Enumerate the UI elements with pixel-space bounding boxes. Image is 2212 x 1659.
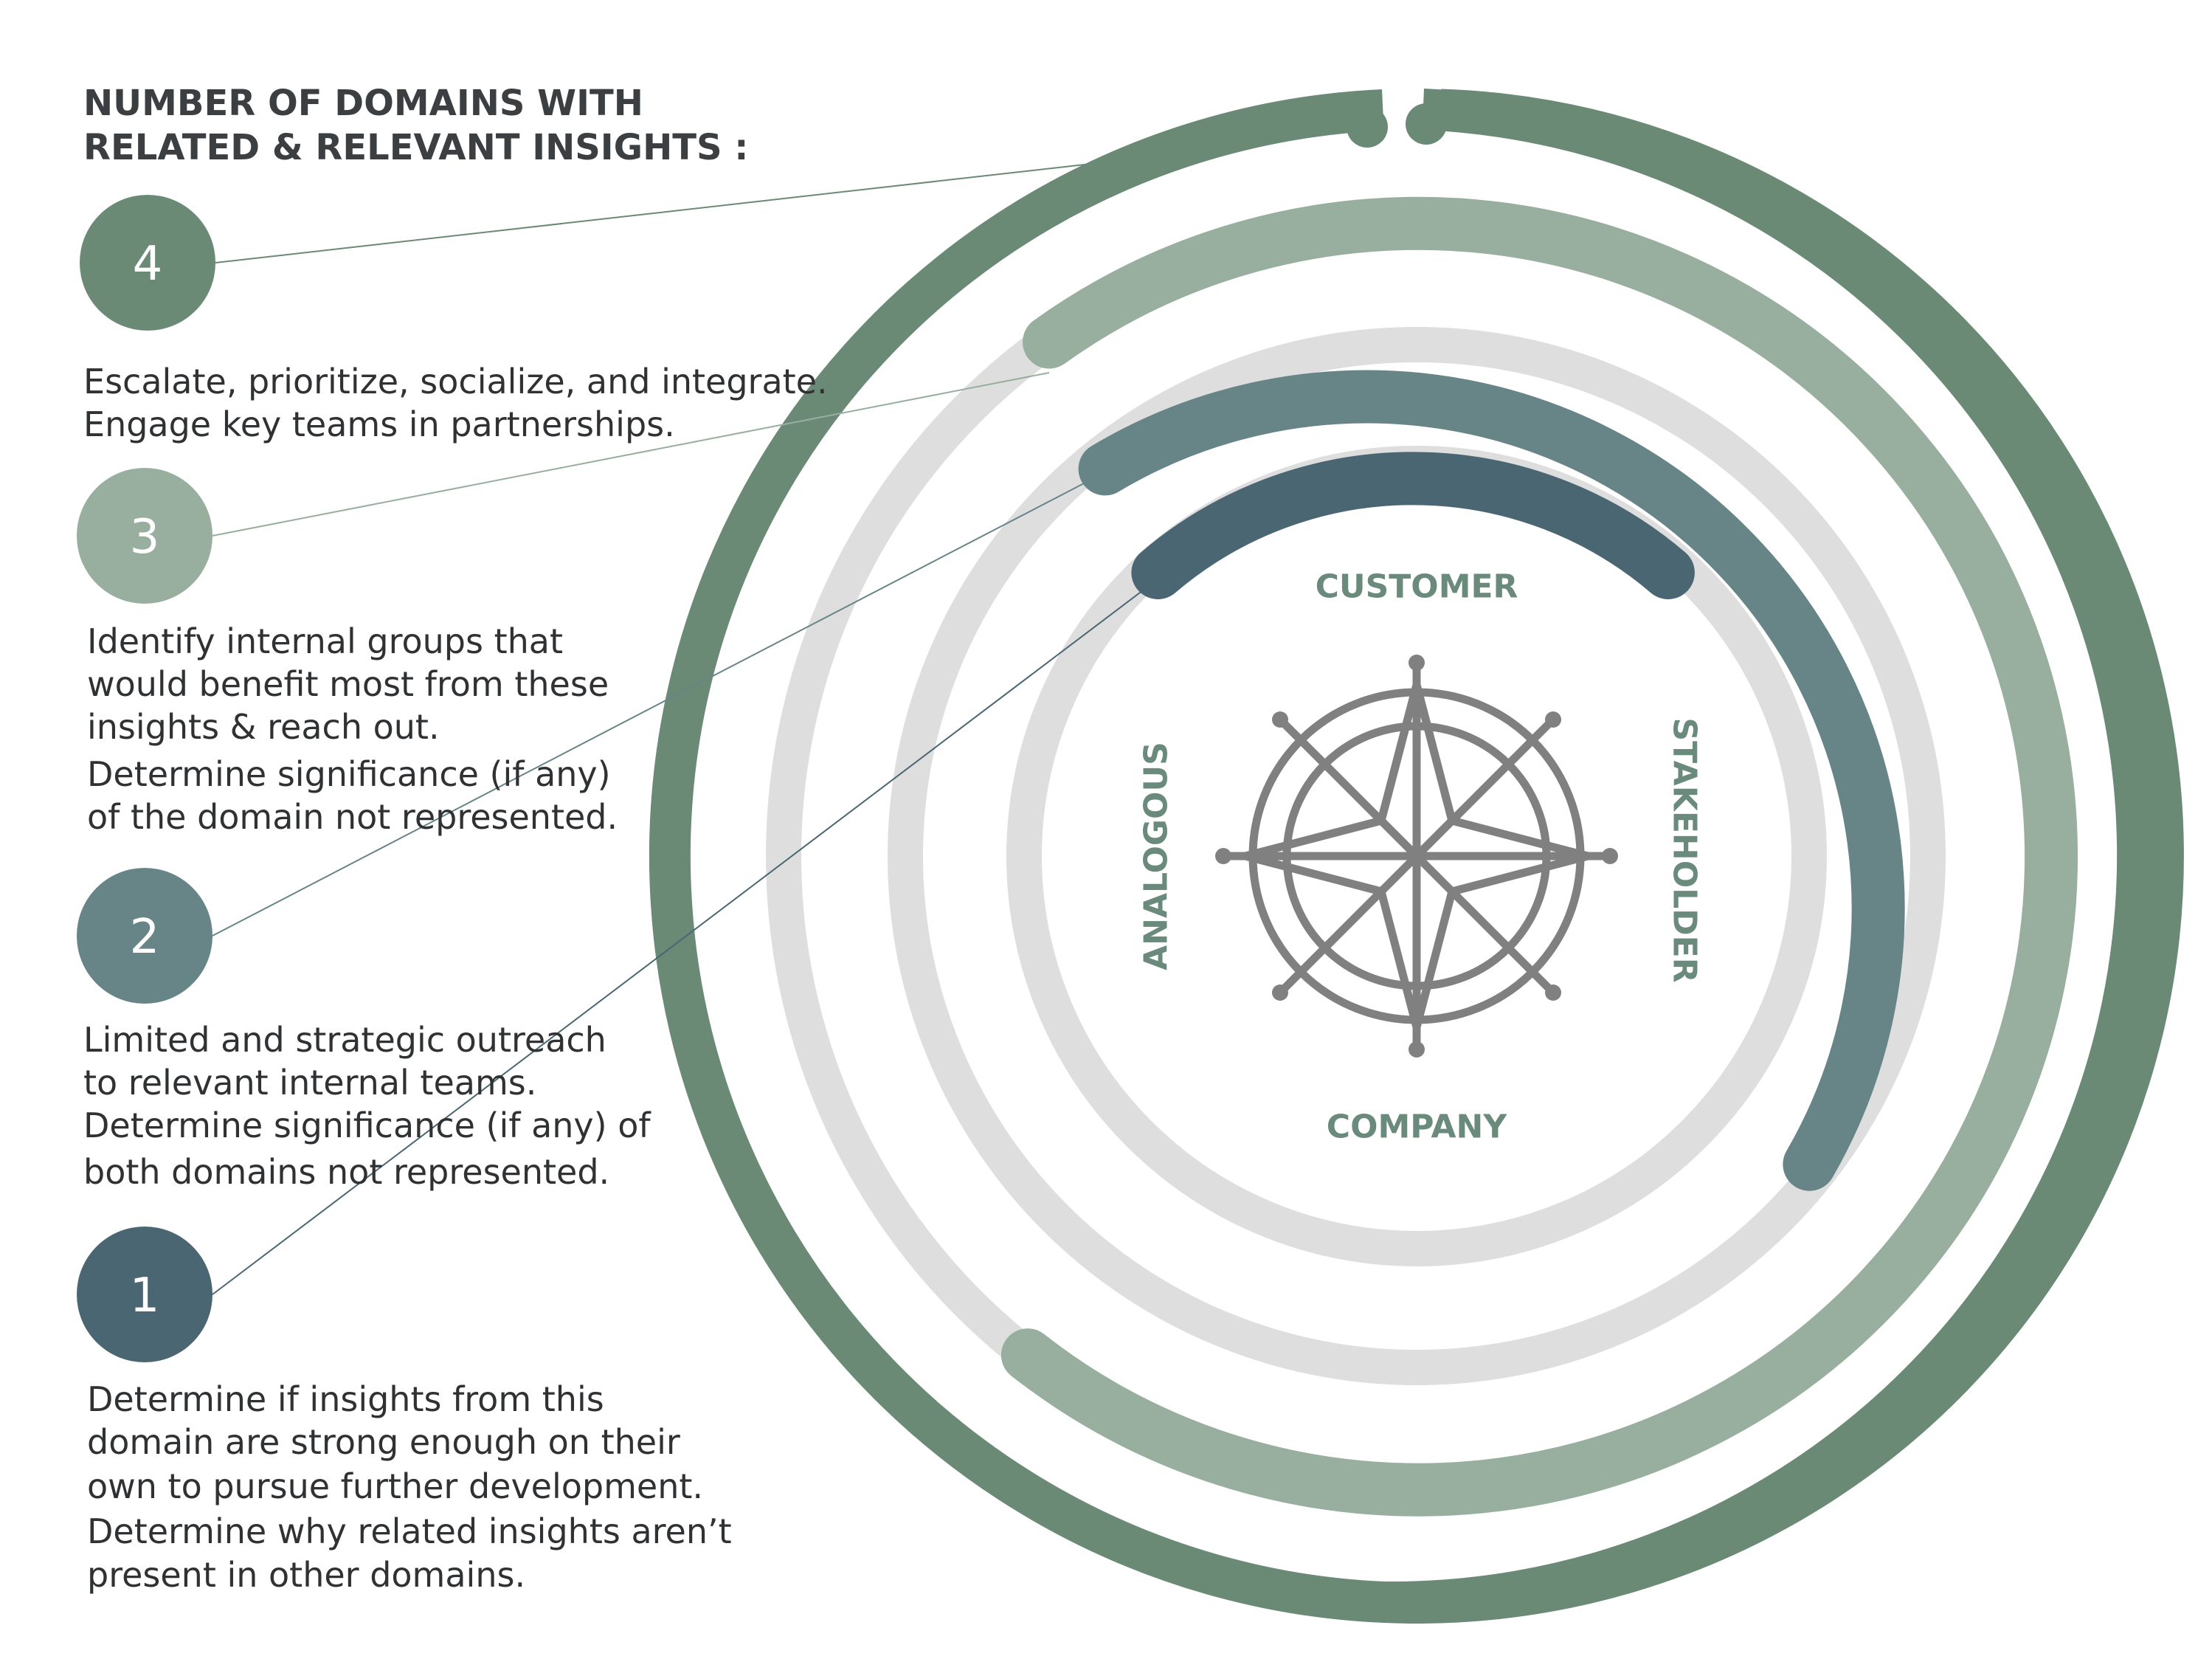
level-4: 4 Escalate, prioritize, socialize, and i…	[80, 195, 838, 444]
domain-label-left: ANALOGOUS	[1138, 742, 1175, 970]
diagram-heading: NUMBER OF DOMAINS WITH RELATED & RELEVAN…	[83, 83, 748, 168]
level-3-line-4: Determine significance (if any)	[87, 754, 611, 794]
level-3-line-1: Identify internal groups that	[87, 621, 563, 661]
level-arcs	[649, 89, 2184, 1624]
level-number-4: 4	[133, 237, 163, 292]
heading-line-1: NUMBER OF DOMAINS WITH	[83, 83, 643, 124]
level-description-1: Determine if insights from this domain a…	[87, 1379, 742, 1595]
level-number-3: 3	[130, 510, 160, 565]
level-3-line-2: would benefit most from these	[87, 664, 609, 704]
level-3-line-3: insights & reach out.	[87, 707, 440, 747]
level-4-line-2: Engage key teams in partnerships.	[83, 404, 675, 444]
domain-label-top: CUSTOMER	[1316, 568, 1518, 606]
level-1-line-4: Determine why related insights aren’t	[87, 1511, 732, 1551]
domain-label-right: STAKEHOLDER	[1666, 717, 1704, 982]
leader-lines	[212, 160, 1165, 1295]
level-number-2: 2	[130, 910, 160, 965]
domain-label-bottom: COMPANY	[1327, 1108, 1508, 1146]
arc-level-4-cap-left	[1347, 106, 1388, 148]
level-badge-2	[77, 868, 212, 1004]
arc-level-1	[1131, 452, 1695, 599]
leader-line-3	[212, 372, 1050, 537]
leader-line-4	[215, 160, 1118, 263]
arc-level-4-right	[1383, 89, 2159, 1624]
level-2-line-3: Determine significance (if any) of	[83, 1106, 651, 1145]
arc-level-4-cap-right	[1406, 103, 1447, 145]
level-2-line-2: to relevant internal teams.	[83, 1063, 536, 1103]
level-4-line-1: Escalate, prioritize, socialize, and int…	[83, 362, 828, 401]
level-description-4: Escalate, prioritize, socialize, and int…	[83, 362, 838, 444]
level-3-line-5: of the domain not represented.	[87, 797, 618, 837]
level-badge-3	[77, 468, 212, 604]
level-badge-4	[80, 195, 215, 331]
level-badge-1	[77, 1227, 212, 1362]
compass-rose-icon	[1215, 655, 1618, 1058]
heading-line-2: RELATED & RELEVANT INSIGHTS :	[83, 127, 748, 168]
level-1-line-1: Determine if insights from this	[87, 1379, 604, 1419]
arc-level-3	[1000, 196, 2078, 1517]
level-2-line-4: both domains not represented.	[83, 1152, 609, 1192]
level-2-line-1: Limited and strategic outreach	[83, 1020, 606, 1060]
level-3: 3 Identify internal groups that would be…	[77, 468, 621, 837]
arc-level-2	[1078, 370, 1905, 1191]
level-1-line-3: own to pursue further development.	[87, 1466, 703, 1506]
leader-line-2	[212, 472, 1105, 937]
level-description-3: Identify internal groups that would bene…	[87, 621, 621, 837]
leader-line-1	[212, 573, 1165, 1295]
level-number-1: 1	[130, 1269, 160, 1323]
level-1-line-5: present in other domains.	[87, 1555, 525, 1595]
track-ring-2	[888, 327, 1946, 1385]
level-2: 2 Limited and strategic outreach to rele…	[77, 868, 661, 1192]
level-1-line-2: domain are strong enough on their	[87, 1422, 680, 1462]
level-description-2: Limited and strategic outreach to releva…	[83, 1020, 661, 1192]
level-1: 1 Determine if insights from this domain…	[77, 1227, 742, 1595]
